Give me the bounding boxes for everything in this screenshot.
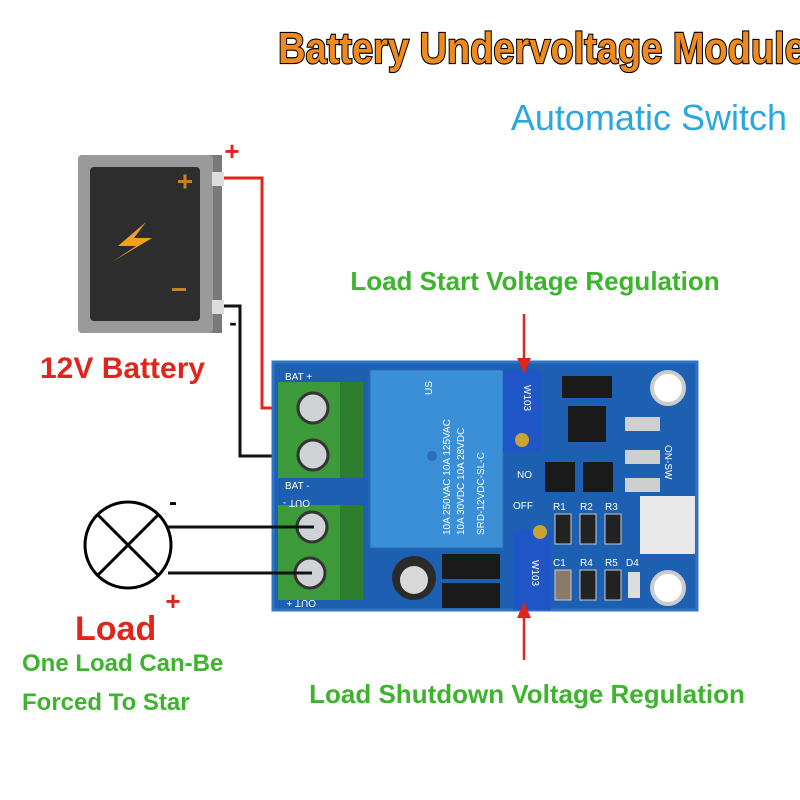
- lamp-icon: [83, 500, 173, 590]
- load-plus: +: [165, 586, 180, 616]
- subtitle: Automatic Switch: [511, 97, 787, 138]
- load-label: Load: [75, 610, 156, 648]
- r1-label: R1: [553, 502, 566, 513]
- bat-minus-label: BAT -: [285, 481, 310, 492]
- smd-diode: [562, 376, 612, 398]
- out-plus-label: OUT +: [286, 597, 316, 608]
- diode: [442, 554, 500, 579]
- battery-plus: +: [224, 136, 239, 166]
- title: Battery Undervoltage Module: [278, 24, 800, 73]
- relay-spec-2: 10A 30VDC 10A 28VDC: [456, 428, 467, 535]
- battery-icon: [78, 155, 224, 333]
- terminal-block-bat: [278, 382, 363, 478]
- load-minus: -: [169, 489, 177, 516]
- terminal-block-out: [278, 505, 363, 600]
- switch-connector[interactable]: [640, 496, 695, 554]
- r4-label: R4: [580, 558, 593, 569]
- r5-label: R5: [605, 558, 618, 569]
- arrow-up-icon: [517, 602, 531, 618]
- shutdown-potentiometer[interactable]: W103: [513, 525, 551, 610]
- module-board: BAT + BAT - OUT - OUT + 10A 250VAC 10A 1…: [271, 360, 699, 612]
- c1-label: C1: [553, 558, 566, 569]
- r2-label: R2: [580, 502, 593, 513]
- start-regulation-label: Load Start Voltage Regulation: [350, 266, 719, 296]
- note-line-2: Forced To Star: [22, 689, 190, 716]
- start-potentiometer[interactable]: W103: [503, 370, 541, 452]
- diode: [442, 583, 500, 608]
- arrow-down-icon: [517, 358, 531, 374]
- bat-plus-label: BAT +: [285, 372, 312, 383]
- relay-spec-1: 10A 250VAC 10A 125VAC: [442, 419, 453, 535]
- out-minus-label: OUT -: [283, 497, 310, 508]
- pot-label: W103: [521, 385, 532, 412]
- relay: 10A 250VAC 10A 125VAC 10A 30VDC 10A 28VD…: [369, 369, 504, 549]
- r3-label: R3: [605, 502, 618, 513]
- relay-us: US: [424, 381, 435, 395]
- off-label: OFF: [513, 501, 533, 512]
- pot-label: W103: [529, 560, 540, 587]
- shutdown-regulation-label: Load Shutdown Voltage Regulation: [309, 679, 745, 709]
- ic-chip: [568, 406, 606, 442]
- relay-model: SRD-12VDC-SL-C: [476, 452, 487, 535]
- transistor: [545, 462, 575, 492]
- note-line-1: One Load Can-Be: [22, 650, 223, 677]
- no-label: NO: [517, 470, 532, 481]
- transistor: [583, 462, 613, 492]
- d4-label: D4: [626, 558, 639, 569]
- battery-minus: -: [229, 310, 236, 335]
- lightning-icon: [112, 222, 152, 262]
- switch-label: ON-SW: [662, 445, 673, 480]
- battery-label: 12V Battery: [40, 352, 205, 385]
